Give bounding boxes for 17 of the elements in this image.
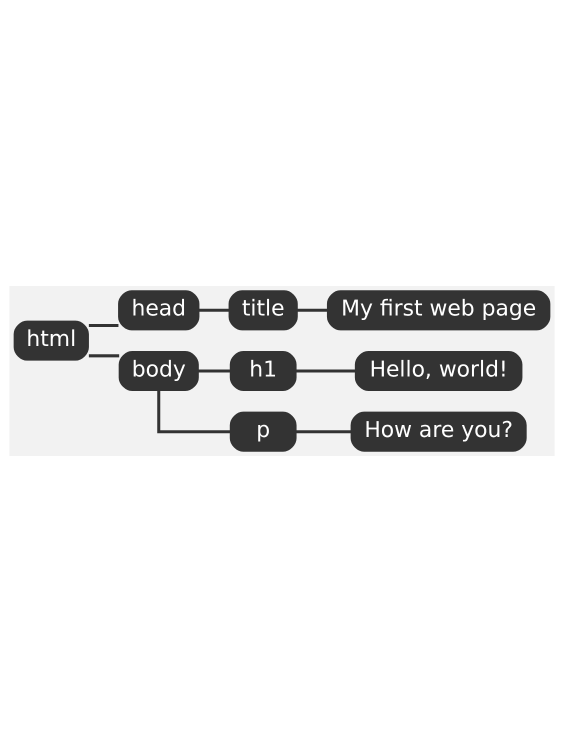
- connector: [296, 430, 351, 434]
- node-box: My first web page: [326, 290, 550, 330]
- node-box: How are you?: [350, 412, 527, 452]
- connector: [198, 308, 230, 312]
- node-box: p: [230, 412, 297, 452]
- node-box: h1: [230, 350, 297, 392]
- node-box: head: [118, 290, 200, 330]
- connector: [88, 324, 118, 327]
- connector: [157, 390, 230, 434]
- connector: [297, 308, 328, 312]
- connector: [198, 369, 230, 373]
- node-box: html: [14, 320, 89, 361]
- connector: [88, 354, 120, 358]
- node-box: Hello, world!: [354, 350, 522, 392]
- connector: [296, 369, 356, 373]
- node-box: title: [228, 290, 298, 330]
- node-box: body: [118, 350, 199, 392]
